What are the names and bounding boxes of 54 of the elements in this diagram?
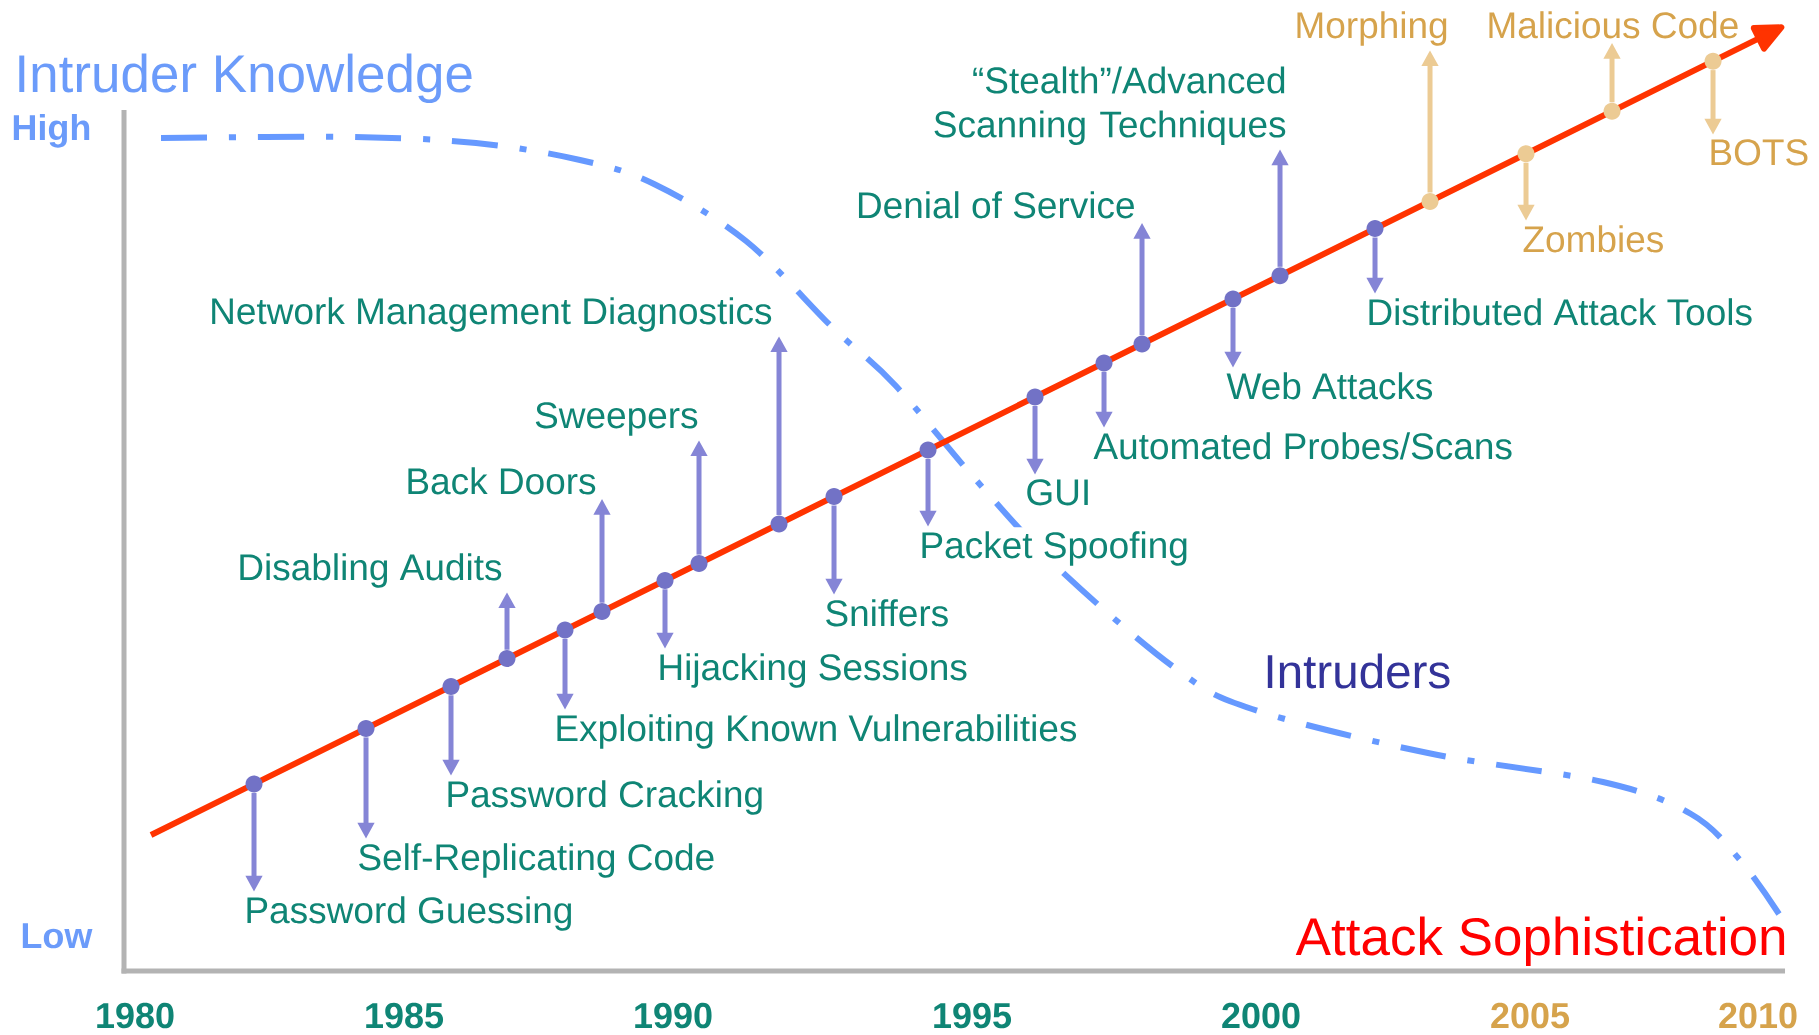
- timeline-dot: [770, 515, 788, 533]
- timeline-dot: [656, 571, 674, 589]
- attack-label: Password Guessing: [240, 892, 578, 935]
- attack-label: Hijacking Sessions: [653, 649, 972, 692]
- attack-label: Password Cracking: [441, 776, 769, 819]
- timeline-dot: [1603, 102, 1621, 120]
- timeline-dot: [357, 720, 375, 737]
- attack-label: Malicious Code: [1482, 7, 1744, 43]
- timeline-dot: [825, 488, 843, 506]
- attack-label: Self-Replicating Code: [353, 839, 720, 882]
- year-label: 1995: [934, 1002, 1012, 1029]
- axis-label: High: [13, 113, 90, 148]
- timeline-dot: [1366, 220, 1384, 238]
- attack-label: BOTS: [1704, 135, 1814, 170]
- year-label: 2010: [1719, 1002, 1797, 1029]
- attack-label: Morphing: [1290, 7, 1453, 50]
- attack-label: Sniffers: [820, 595, 954, 631]
- attack-label: Distributed Attack Tools: [1362, 294, 1757, 330]
- attack-label: GUI: [1021, 475, 1096, 510]
- year-label: 1980: [97, 1002, 174, 1029]
- attack-label: Zombies: [1518, 221, 1669, 257]
- timeline-dot: [1095, 354, 1113, 372]
- year-label: 1985: [366, 1002, 444, 1029]
- attack-label: Sweepers: [530, 398, 703, 440]
- timeline-dot: [593, 603, 611, 621]
- attack-label: Denial of Service: [851, 187, 1140, 223]
- timeline-dot: [1026, 388, 1044, 406]
- timeline-dot: [690, 555, 708, 572]
- timeline-dot: [498, 650, 516, 668]
- attack-label: Exploiting Known Vulnerabilities: [550, 710, 1082, 753]
- timeline-dot: [442, 677, 460, 695]
- attack-label: Packet Spoofing: [915, 527, 1193, 570]
- year-label: 2005: [1491, 1002, 1570, 1029]
- axis-title: Attack Sophistication: [1295, 916, 1785, 966]
- attack-label: Automated Probes/Scans: [1089, 428, 1517, 464]
- year-label: 2000: [1222, 1002, 1300, 1029]
- timeline-dot: [245, 775, 263, 793]
- curve-label: Intruders: [1267, 653, 1450, 689]
- timeline-dot: [1133, 335, 1151, 353]
- timeline-dot: [919, 441, 937, 459]
- attack-label: Network Management Diagnostics: [205, 293, 777, 336]
- timeline-dot: [1421, 192, 1439, 210]
- attack-label: “Stealth”/Advanced Scanning Techniques: [914, 62, 1291, 149]
- axis-label: Low: [22, 923, 93, 949]
- timeline-dot: [556, 621, 574, 639]
- attack-label: Web Attacks: [1222, 368, 1438, 404]
- attack-label: Back Doors: [401, 463, 601, 499]
- axis-title: Intruder Knowledge: [19, 53, 472, 103]
- timeline-dot: [1224, 290, 1242, 308]
- timeline-dot: [1271, 267, 1289, 285]
- attack-label: Disabling Audits: [233, 549, 507, 592]
- year-label: 1990: [635, 1002, 712, 1029]
- timeline-dot: [1517, 145, 1535, 163]
- timeline-dot: [1704, 52, 1722, 70]
